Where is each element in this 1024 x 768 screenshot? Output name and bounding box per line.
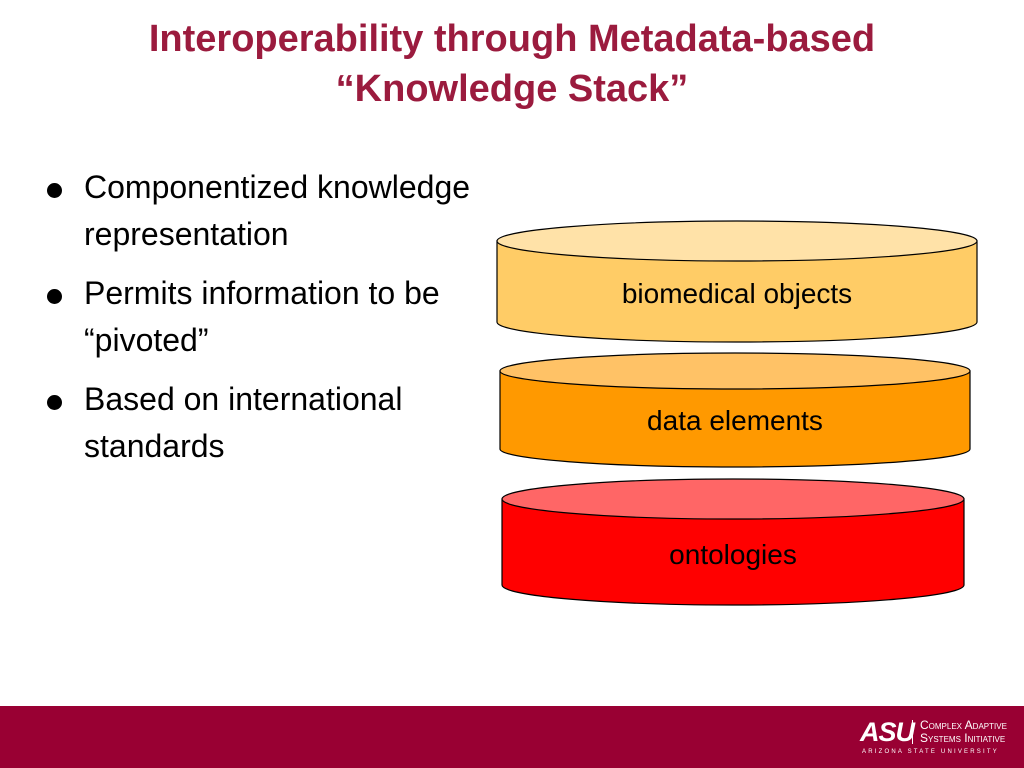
logo-text-line-2: Systems Initiative — [920, 731, 1006, 745]
bullet-text: Permits information to be “pivoted” — [84, 275, 440, 358]
slide-title-line-1: Interoperability through Metadata-based — [148, 18, 876, 60]
layer-2-top — [499, 352, 971, 390]
stack-layer-biomedical-objects: biomedical objects — [496, 220, 978, 343]
bullet-item: Permits information to be “pivoted” — [44, 270, 484, 364]
layer-2-label: data elements — [647, 405, 823, 436]
bullet-list: Componentized knowledge representation P… — [44, 164, 484, 482]
bullet-item: Componentized knowledge representation — [44, 164, 484, 258]
layer-2-body — [499, 370, 971, 468]
logo-text-line-1: Complex Adaptive — [920, 718, 1007, 732]
asu-logo-mark: ASU — [860, 717, 915, 747]
layer-1-top — [496, 220, 978, 262]
layer-1-label: biomedical objects — [622, 278, 852, 309]
stack-layer-data-elements: data elements — [499, 352, 971, 468]
layer-3-body — [501, 498, 965, 606]
layer-3-top — [501, 478, 965, 520]
layer-3-label: ontologies — [669, 539, 797, 570]
stack-layer-ontologies: ontologies — [501, 478, 965, 606]
logo-divider — [912, 720, 913, 744]
slide-title-line-2: “Knowledge Stack” — [335, 68, 689, 110]
slide-title: Interoperability through Metadata-based … — [40, 14, 984, 114]
bullet-item: Based on international standards — [44, 376, 484, 470]
bullet-dot-icon — [47, 289, 62, 304]
layer-1-body — [496, 240, 978, 343]
bullet-dot-icon — [47, 395, 62, 410]
logo-university: ARIZONA STATE UNIVERSITY — [862, 749, 999, 755]
bullet-dot-icon — [47, 183, 62, 198]
footer-bar — [0, 706, 1024, 768]
bullet-text: Componentized knowledge representation — [84, 169, 471, 252]
knowledge-stack-diagram: biomedical objects data elements ontolog… — [496, 220, 978, 606]
bullet-text: Based on international standards — [84, 381, 403, 464]
